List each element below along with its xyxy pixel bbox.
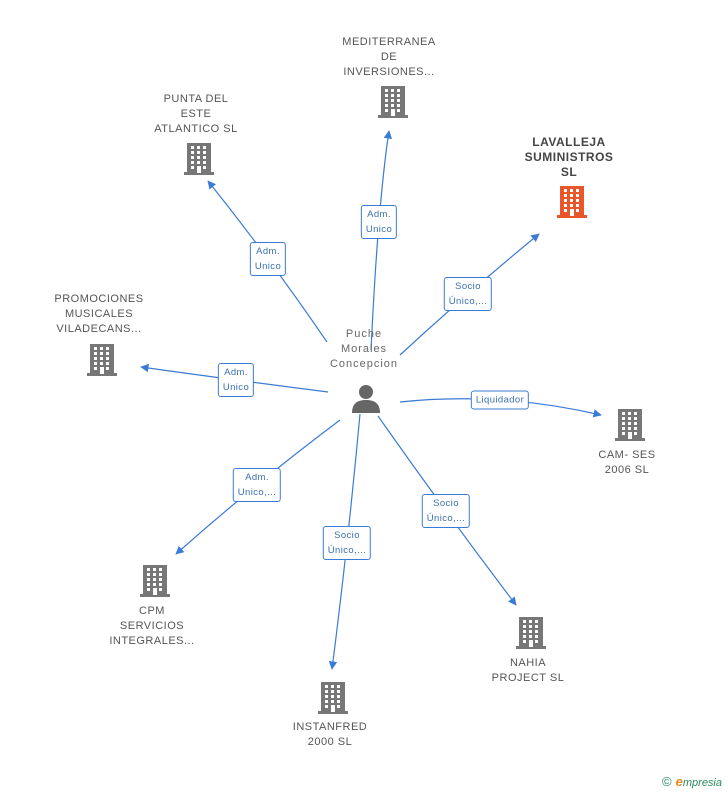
relation-badge[interactable]: Adm. Unico,... [232, 468, 282, 502]
person-name[interactable]: Puche Morales Concepcion [329, 328, 399, 370]
company-name[interactable]: NAHIA PROJECT SL [491, 657, 565, 684]
company-name[interactable]: MEDITERRANEA DE INVERSIONES... [342, 36, 436, 78]
building-icon[interactable] [317, 680, 349, 719]
building-icon[interactable] [183, 141, 215, 180]
building-icon[interactable] [377, 84, 409, 123]
relation-badge[interactable]: Socio Único,... [421, 494, 471, 528]
company-name[interactable]: CAM- SES 2006 SL [598, 449, 656, 476]
building-icon[interactable] [86, 342, 118, 381]
copyright-icon: © [662, 774, 672, 789]
building-icon[interactable] [614, 407, 646, 446]
relation-badge[interactable]: Socio Único,... [443, 277, 493, 311]
person-icon[interactable] [351, 383, 381, 418]
brand-footer: ©empresia [662, 774, 722, 789]
company-name[interactable]: INSTANFRED 2000 SL [292, 721, 368, 748]
company-name[interactable]: CPM SERVICIOS INTEGRALES... [109, 605, 195, 647]
edge-line [370, 130, 393, 351]
building-icon[interactable] [139, 563, 171, 602]
building-icon[interactable] [556, 184, 588, 223]
relation-badge[interactable]: Adm. Unico [360, 205, 398, 239]
company-name[interactable]: PUNTA DEL ESTE ATLANTICO SL [154, 93, 238, 135]
building-icon[interactable] [515, 615, 547, 654]
brand-initial: e [675, 774, 683, 789]
relation-badge[interactable]: Adm. Unico [217, 363, 255, 397]
company-name[interactable]: PROMOCIONES MUSICALES VILADECANS... [54, 293, 144, 335]
relation-badge[interactable]: Liquidador [470, 390, 530, 410]
relation-badge[interactable]: Socio Único,... [322, 526, 372, 560]
company-name[interactable]: LAVALLEJA SUMINISTROS SL [524, 135, 614, 179]
relation-badge[interactable]: Adm. Unico [249, 242, 287, 276]
brand-name: mpresia [682, 777, 722, 789]
